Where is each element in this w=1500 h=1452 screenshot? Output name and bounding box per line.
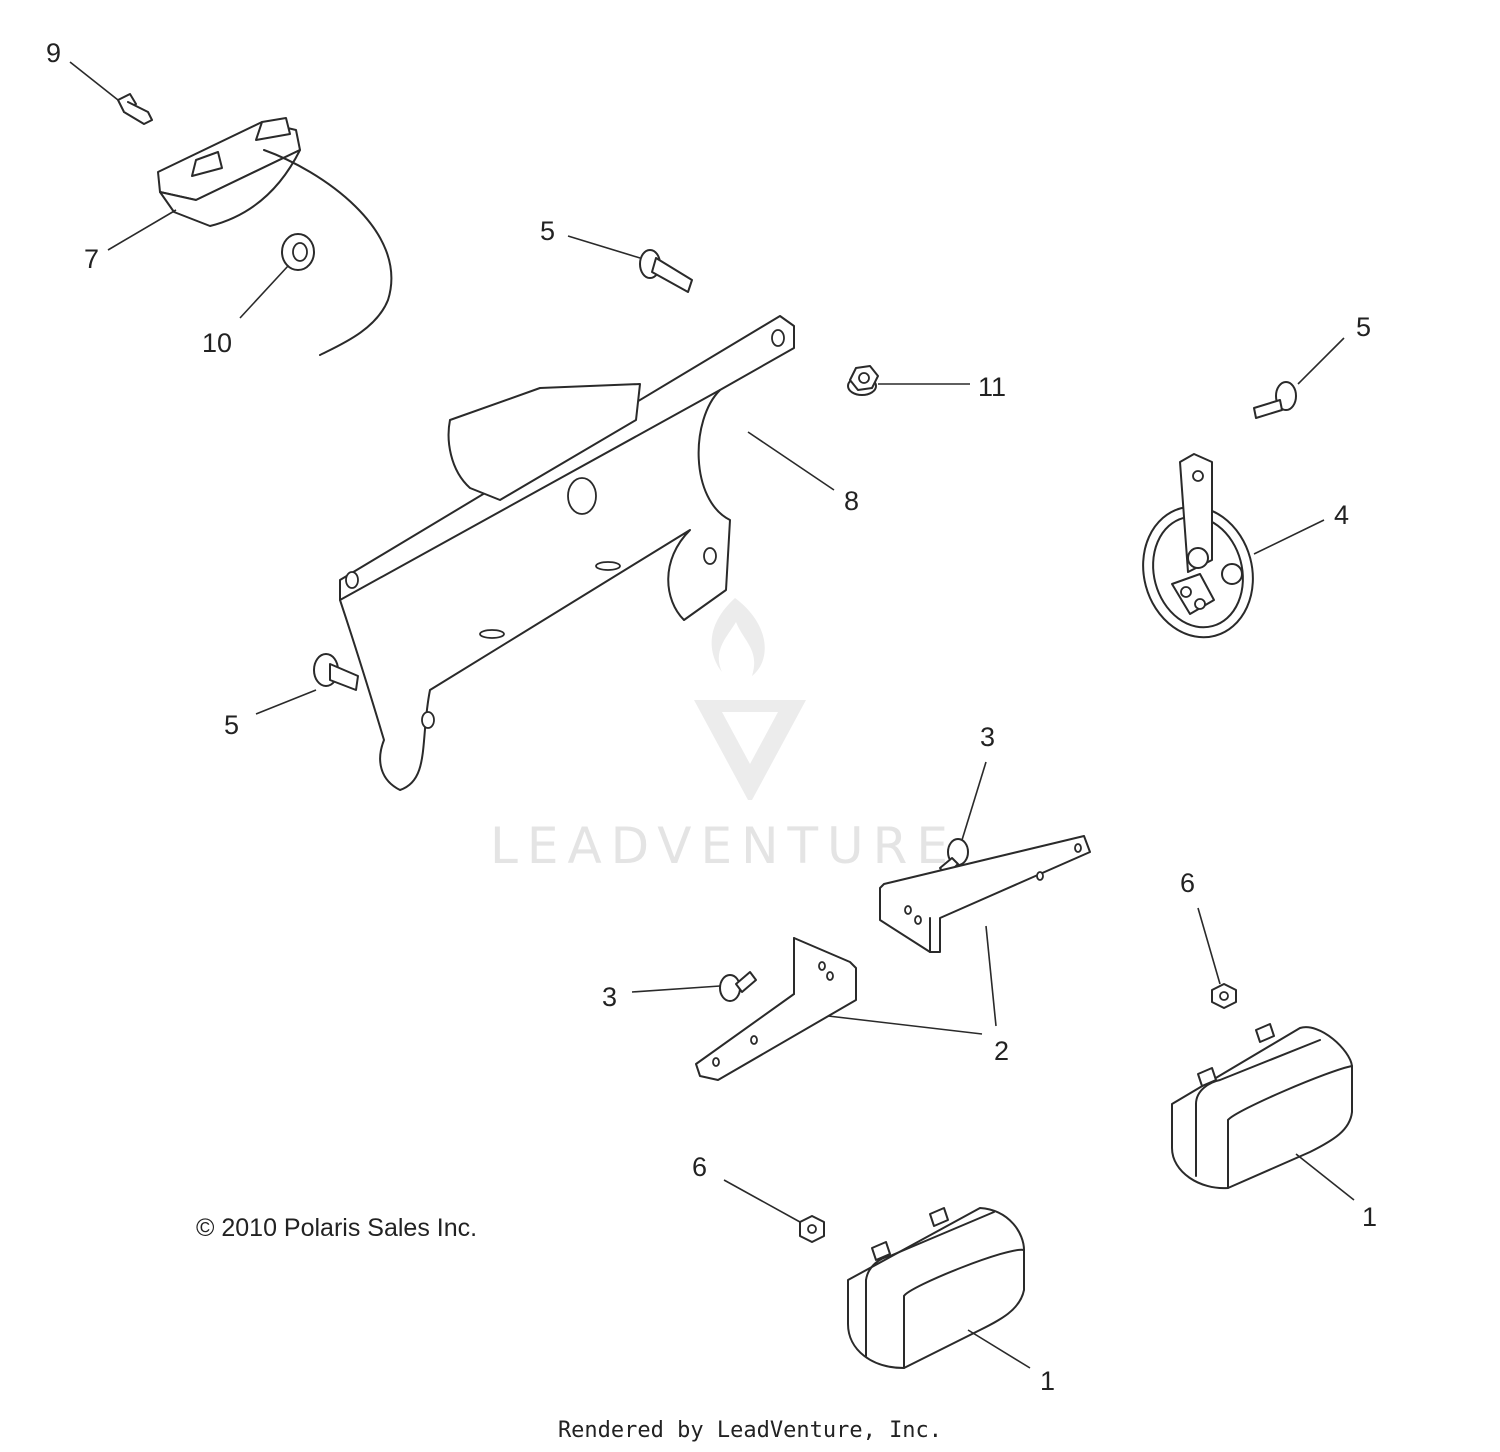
screw-3-lower [719, 971, 757, 1002]
callout-3-upper: 3 [980, 722, 995, 752]
mounting-bracket-8 [339, 315, 795, 791]
watermark-text: LEADVENTURE [490, 817, 957, 875]
callout-8: 8 [844, 486, 859, 516]
leader-lines [69, 61, 1355, 1369]
callout-5-left: 5 [224, 710, 239, 740]
copyright-notice: © 2010 Polaris Sales Inc. [196, 1214, 478, 1242]
grommet-10 [281, 233, 315, 271]
bolt-5-left [313, 653, 359, 691]
watermark-logo: LEADVENTURE [490, 598, 957, 875]
callout-labels: 9 7 10 5 11 8 5 4 5 3 3 2 6 1 6 1 [46, 38, 1377, 1396]
callout-5-right: 5 [1356, 312, 1371, 342]
l-bracket-2-upper [879, 835, 1091, 953]
callout-6-upper: 6 [1180, 868, 1195, 898]
flange-nut-11 [847, 365, 879, 396]
nut-6-lower [799, 1215, 825, 1243]
callout-10: 10 [202, 328, 232, 358]
light-1-right [1171, 1023, 1353, 1190]
callout-2: 2 [994, 1036, 1009, 1066]
light-1-left [847, 1207, 1025, 1369]
callout-9: 9 [46, 38, 61, 68]
l-bracket-2-lower [695, 937, 857, 1081]
callout-5-top: 5 [540, 216, 555, 246]
screw-9 [117, 93, 153, 125]
callout-4: 4 [1334, 500, 1349, 530]
callout-3-lower: 3 [602, 982, 617, 1012]
callout-6-lower: 6 [692, 1152, 707, 1182]
callout-1-right: 1 [1362, 1202, 1377, 1232]
horn-4 [1142, 453, 1254, 639]
callout-1-left: 1 [1040, 1366, 1055, 1396]
rendered-by-footer: Rendered by LeadVenture, Inc. [557, 1418, 943, 1443]
nut-6-upper [1211, 983, 1237, 1009]
bolt-5-right [1253, 381, 1297, 419]
bolt-5-top [639, 249, 693, 293]
callout-11: 11 [978, 372, 1006, 402]
light-housing-7 [157, 117, 393, 356]
callout-7: 7 [84, 244, 99, 274]
